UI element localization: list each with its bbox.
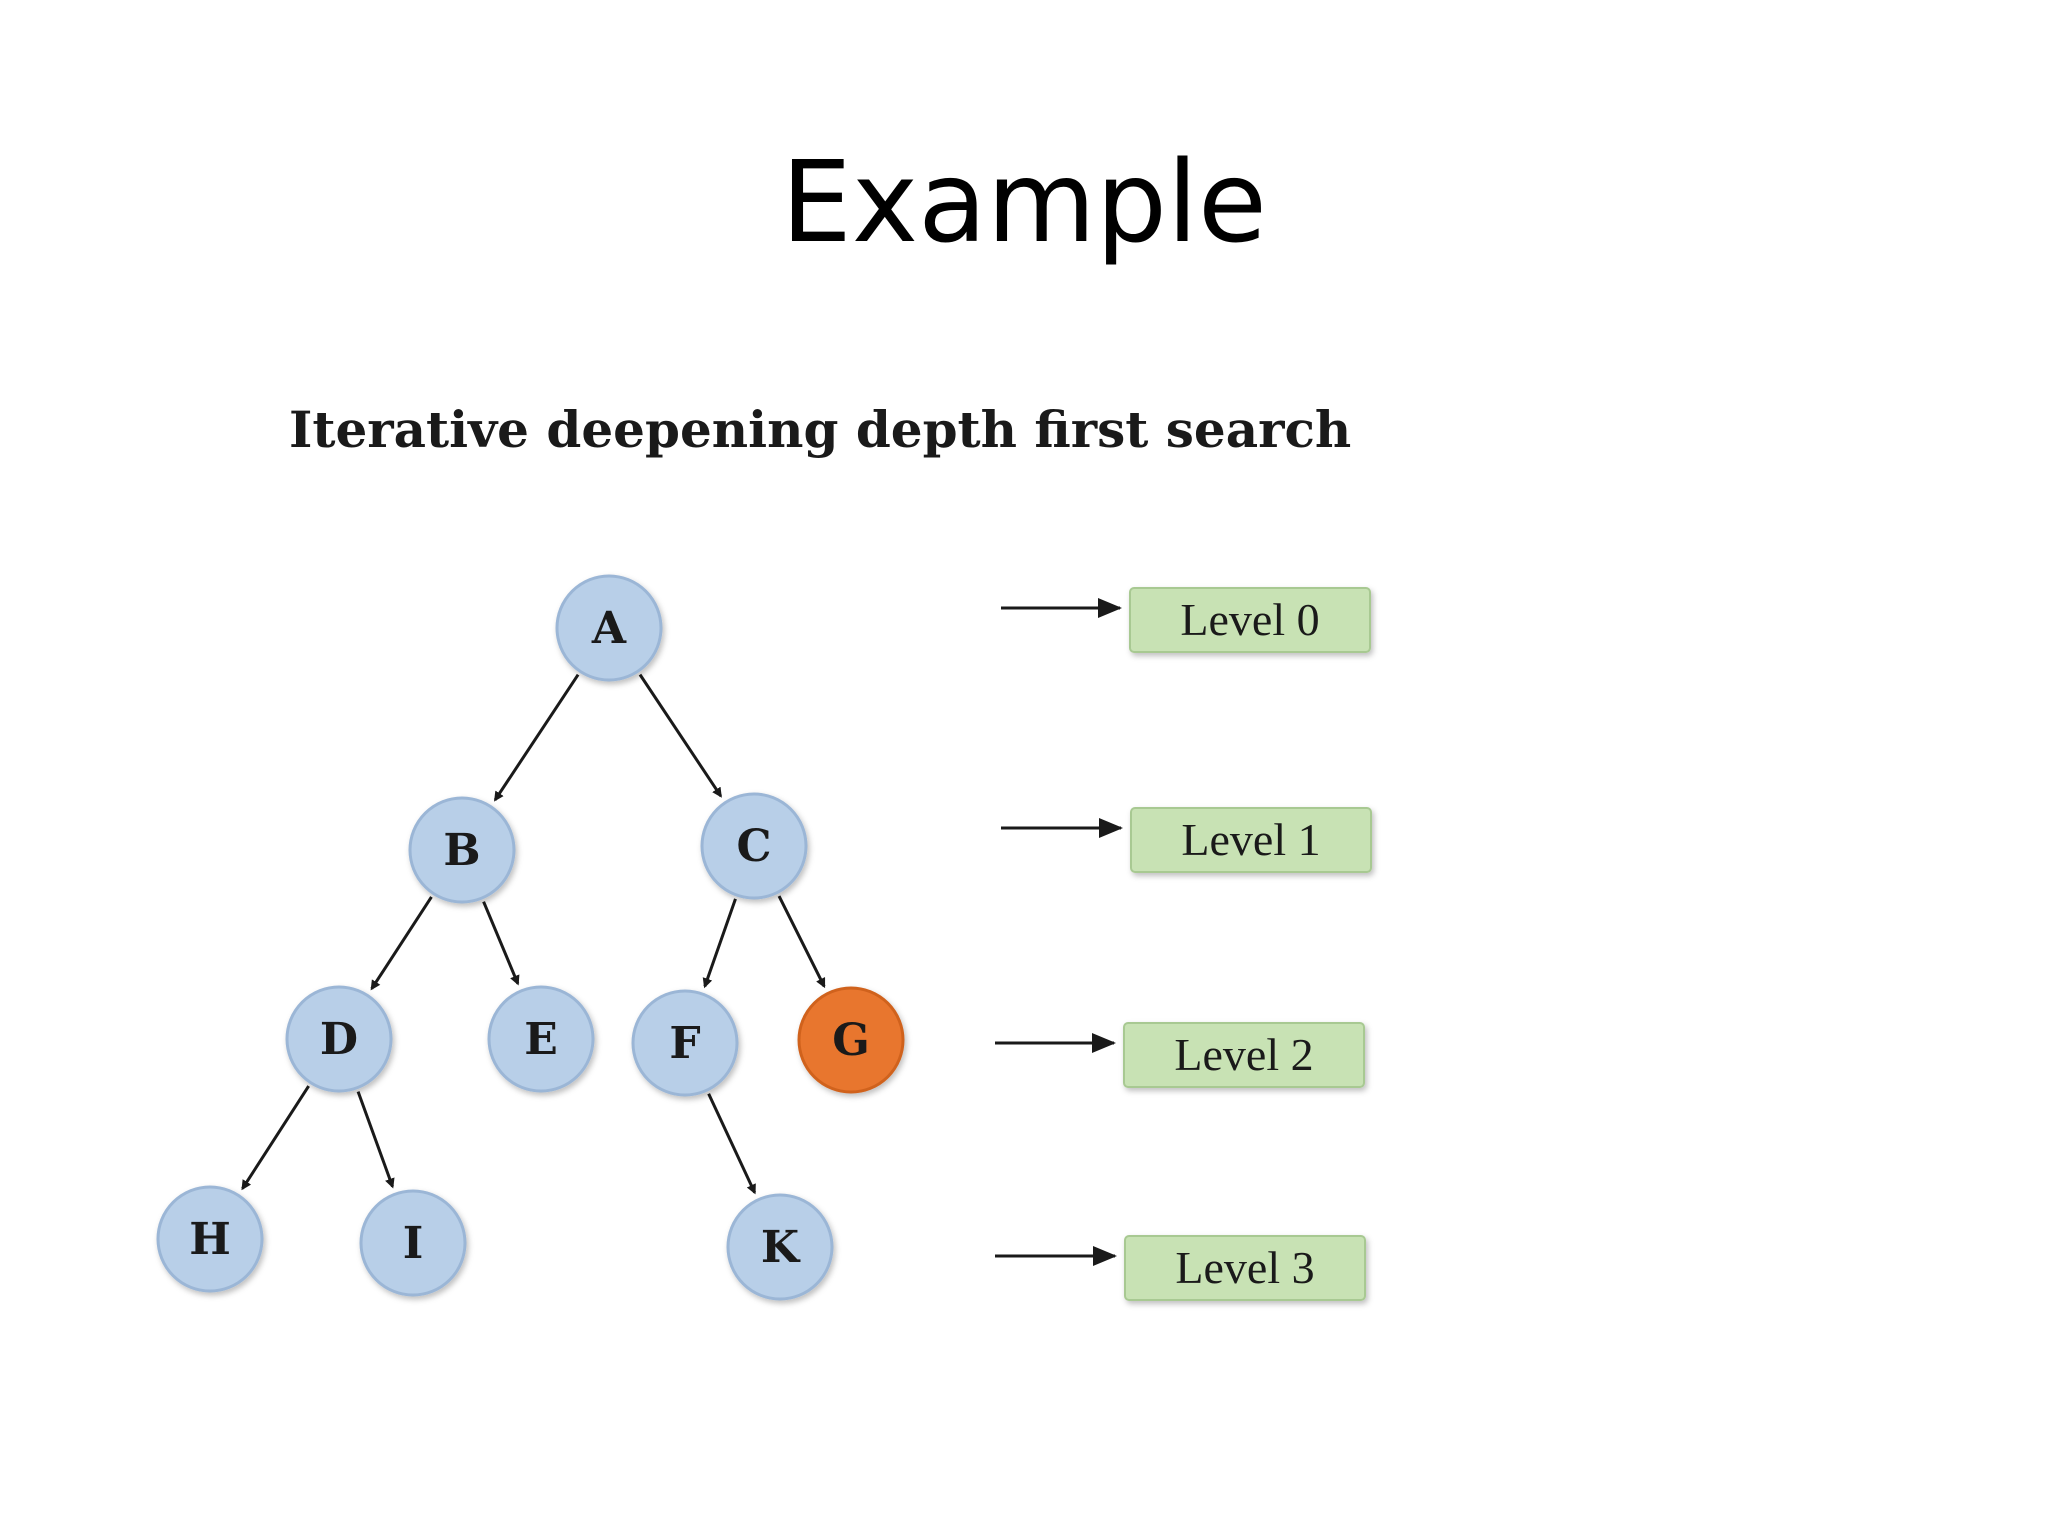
edge-a-c bbox=[638, 673, 723, 798]
diagram-heading: Iterative deepening depth first search bbox=[289, 400, 1351, 459]
level-indicators: Level 0 Level 1 Level 2 Level 3 bbox=[995, 587, 1372, 1301]
node-circle bbox=[156, 1185, 264, 1293]
node-label: I bbox=[403, 1218, 424, 1269]
edge-d-i bbox=[356, 1091, 395, 1189]
node-circle bbox=[797, 986, 905, 1094]
level-box bbox=[1130, 807, 1372, 873]
node-e: E bbox=[487, 985, 595, 1093]
edge-b-d bbox=[370, 896, 433, 991]
edge-b-e bbox=[482, 901, 520, 986]
edge-c-g bbox=[777, 895, 826, 989]
node-f: F bbox=[631, 989, 739, 1097]
node-a: A bbox=[555, 574, 663, 682]
node-circle bbox=[726, 1193, 834, 1301]
level-indicator-1: Level 1 bbox=[1001, 807, 1372, 873]
node-circle bbox=[408, 796, 516, 904]
node-label: C bbox=[736, 821, 771, 872]
node-circle bbox=[631, 989, 739, 1097]
level-box bbox=[1129, 587, 1371, 653]
level-label: Level 1 bbox=[1181, 814, 1320, 865]
slide-title: Example bbox=[781, 138, 1267, 268]
level-box bbox=[1123, 1022, 1365, 1088]
node-circle bbox=[700, 792, 808, 900]
node-i: I bbox=[359, 1189, 467, 1297]
edge-c-f bbox=[702, 898, 737, 989]
node-label: E bbox=[524, 1014, 558, 1065]
node-d: D bbox=[285, 985, 393, 1093]
node-b: B bbox=[408, 796, 516, 904]
node-label: A bbox=[591, 603, 627, 654]
node-h: H bbox=[156, 1185, 264, 1293]
node-label: H bbox=[189, 1214, 231, 1265]
node-g-goal: G bbox=[797, 986, 905, 1094]
level-label: Level 2 bbox=[1174, 1029, 1313, 1080]
node-circle bbox=[487, 985, 595, 1093]
node-label: K bbox=[761, 1222, 801, 1273]
node-k: K bbox=[726, 1193, 834, 1301]
level-label: Level 3 bbox=[1175, 1242, 1314, 1293]
node-label: D bbox=[320, 1014, 358, 1065]
node-label: F bbox=[669, 1018, 700, 1069]
level-indicator-0: Level 0 bbox=[1001, 587, 1371, 653]
node-c: C bbox=[700, 792, 808, 900]
level-label: Level 0 bbox=[1180, 594, 1319, 645]
node-circle bbox=[285, 985, 393, 1093]
edge-f-k bbox=[707, 1093, 757, 1195]
node-circle bbox=[555, 574, 663, 682]
node-label: B bbox=[443, 825, 480, 876]
level-indicator-3: Level 3 bbox=[995, 1235, 1366, 1301]
level-box bbox=[1124, 1235, 1366, 1301]
tree-edges bbox=[241, 673, 826, 1195]
node-circle bbox=[359, 1189, 467, 1297]
edge-d-h bbox=[241, 1085, 310, 1191]
level-indicator-2: Level 2 bbox=[995, 1022, 1365, 1088]
tree-nodes: A B C D E F G H I K bbox=[156, 574, 905, 1301]
node-label: G bbox=[832, 1015, 870, 1066]
edge-a-b bbox=[493, 673, 580, 802]
